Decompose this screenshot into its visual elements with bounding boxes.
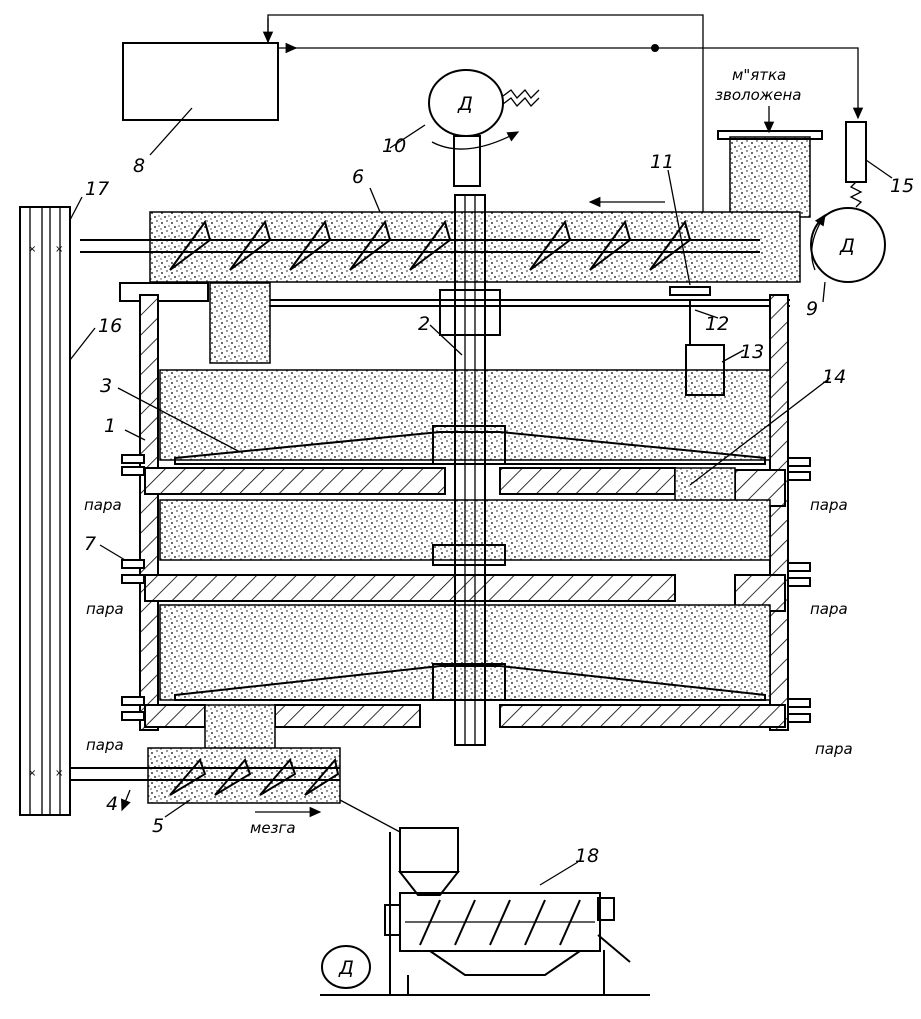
press-hopper — [399, 827, 459, 873]
motor-10-rotation — [431, 131, 520, 150]
central-shaft-2 — [454, 194, 486, 746]
heating-plate-upper-left — [144, 467, 446, 495]
press-trough — [426, 950, 584, 976]
svg-text:×: × — [55, 244, 63, 255]
float-13 — [685, 344, 725, 396]
input-label-line2: зволожена — [715, 86, 802, 104]
leader-lines — [69, 107, 893, 886]
label-9: 9 — [806, 298, 818, 320]
sweep-arm-lower — [174, 665, 766, 701]
hub-upper — [432, 425, 506, 465]
press-outlet — [597, 934, 631, 963]
control-unit-8 — [122, 42, 279, 121]
sensor-11 — [669, 286, 711, 296]
motor-9-rotation — [811, 213, 826, 271]
motor-10-shaft — [453, 135, 481, 187]
motor-10-letter: Д — [457, 93, 473, 115]
hub-mid — [432, 544, 506, 566]
svg-text:×: × — [28, 768, 36, 779]
label-11: 11 — [650, 151, 674, 173]
label-18: 18 — [575, 845, 599, 867]
label-4: 4 — [106, 793, 118, 815]
motor-10-wire — [502, 89, 540, 107]
bottom-plate-left — [144, 704, 206, 728]
label-3: 3 — [100, 375, 112, 397]
steam-label-1: пара — [84, 496, 122, 514]
hub-lower — [432, 663, 506, 701]
label-8: 8 — [133, 155, 145, 177]
signal-line-15 — [278, 47, 864, 120]
pulp-label: мезга — [250, 819, 296, 837]
hopper-lip — [717, 130, 823, 140]
dryer-left-wall-1 — [139, 294, 159, 731]
label-13: 13 — [740, 341, 764, 363]
sweep-arm-3 — [174, 431, 766, 465]
label-1: 1 — [104, 415, 116, 437]
sensor-spring — [849, 181, 863, 208]
label-6: 6 — [352, 166, 364, 188]
bottom-plate-right — [499, 704, 786, 728]
left-shelf — [119, 282, 209, 302]
label-10: 10 — [382, 135, 406, 157]
label-14: 14 — [822, 366, 846, 388]
shaft-bearing — [439, 289, 501, 336]
dryer-right-wall — [769, 294, 789, 731]
label-15: 15 — [890, 175, 914, 197]
sensor-15 — [845, 121, 867, 183]
bottom-outlet — [204, 704, 276, 751]
svg-text:×: × — [28, 244, 36, 255]
steam-label-4: пара — [810, 496, 848, 514]
label-12: 12 — [705, 313, 729, 335]
motor-press-letter: Д — [338, 957, 354, 979]
motor-9 — [810, 207, 886, 283]
motor-press — [321, 945, 371, 989]
label-5: 5 — [152, 815, 164, 837]
label-7: 7 — [84, 533, 96, 555]
svg-text:×: × — [55, 768, 63, 779]
feed-hopper — [729, 136, 811, 218]
bottom-plate-mid — [274, 704, 421, 728]
junction-dot — [651, 44, 659, 52]
steam-inlets-left — [121, 454, 145, 721]
steam-label-5: пара — [810, 600, 848, 618]
steam-label-3: пара — [86, 736, 124, 754]
steam-label-2: пара — [86, 600, 124, 618]
label-17: 17 — [85, 178, 109, 200]
belt-drive-16 — [19, 206, 71, 816]
heating-plate-upper-right — [499, 467, 676, 495]
drive-arrow-4 — [121, 789, 131, 812]
drop-chute — [209, 282, 271, 364]
bottom-conveyor-5 — [147, 747, 341, 804]
press-drive — [384, 904, 401, 936]
steam-label-6: пара — [815, 740, 853, 758]
input-label-line1: м"ятка — [732, 66, 786, 84]
heating-plate-mid-left — [144, 574, 676, 602]
label-2: 2 — [418, 313, 430, 335]
press-end-cap — [597, 897, 615, 921]
steam-inlets-right — [787, 457, 811, 723]
label-16: 16 — [98, 315, 122, 337]
motor-9-letter: Д — [839, 235, 855, 257]
bottom-screw-flights — [169, 757, 340, 796]
top-screw-flights — [169, 219, 692, 271]
